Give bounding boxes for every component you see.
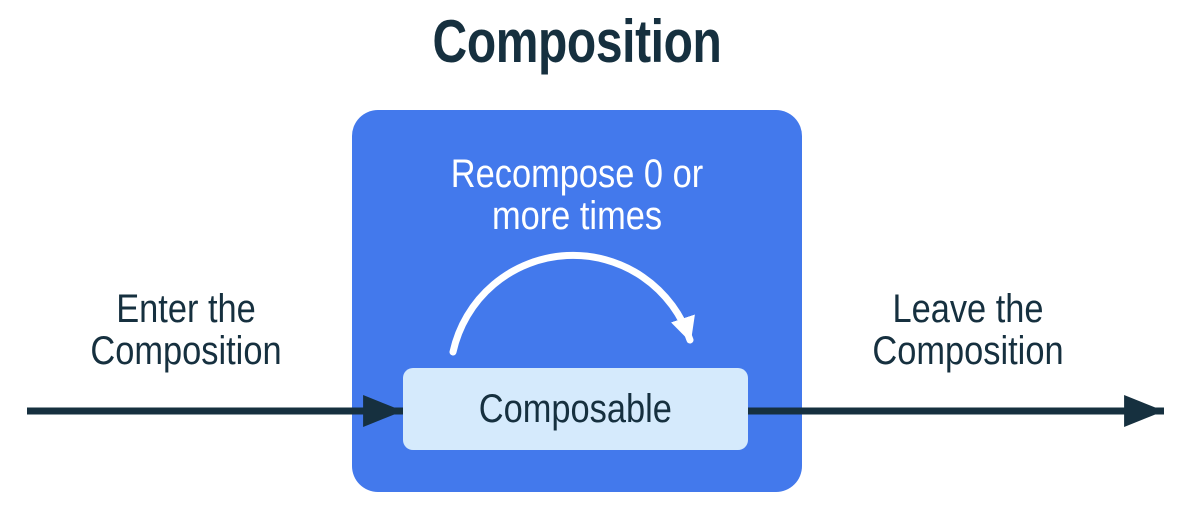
recompose-label-line2: more times bbox=[491, 194, 663, 238]
composable-box: Composable bbox=[403, 368, 748, 450]
composition-box: Recompose 0 or more times Composable bbox=[352, 110, 802, 492]
leave-label-line1: Leave the bbox=[892, 287, 1044, 331]
leave-composition-label: Leave the Composition bbox=[839, 288, 1097, 372]
recompose-label: Recompose 0 or more times bbox=[384, 153, 771, 237]
enter-composition-label: Enter the Composition bbox=[57, 288, 315, 372]
enter-label-line1: Enter the bbox=[116, 287, 256, 331]
leave-label-line2: Composition bbox=[872, 329, 1064, 373]
composable-label: Composable bbox=[478, 387, 673, 431]
enter-label-line2: Composition bbox=[90, 329, 282, 373]
recompose-label-line1: Recompose 0 or bbox=[450, 152, 704, 196]
diagram-title: Composition bbox=[432, 8, 722, 75]
